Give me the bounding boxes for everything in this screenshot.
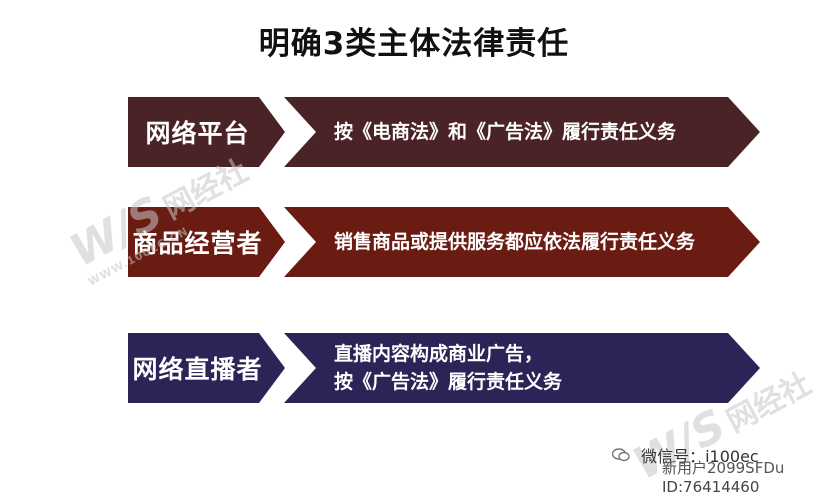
wechat-footer: 微信号：i100ec 新用户2099SFDu ID:76414460: [611, 446, 784, 496]
nickname: 新用户2099SFDu: [662, 459, 785, 477]
responsibility-arrow: 直播内容构成商业广告， 按《广告法》履行责任义务: [284, 333, 760, 403]
responsibility-text: 销售商品或提供服务都应依法履行责任义务: [334, 231, 696, 253]
responsibility-arrow: 按《电商法》和《广告法》履行责任义务: [284, 97, 760, 167]
responsibility-text: 按《广告法》履行责任义务: [334, 371, 563, 393]
row-platform: 网络平台 按《电商法》和《广告法》履行责任义务: [0, 97, 828, 167]
row-streamer: 网络直播者 直播内容构成商业广告， 按《广告法》履行责任义务: [0, 333, 828, 403]
wechat-id: 微信号：i100ec: [641, 447, 759, 466]
row-merchant: 商品经营者 销售商品或提供服务都应依法履行责任义务: [0, 207, 828, 277]
subject-tag: 网络直播者: [128, 333, 285, 403]
responsibility-arrow: 销售商品或提供服务都应依法履行责任义务: [284, 207, 760, 277]
page-title: 明确3类主体法律责任: [258, 26, 570, 62]
responsibility-text: 按《电商法》和《广告法》履行责任义务: [334, 121, 677, 143]
wechat-icon: [611, 446, 630, 468]
subject-tag: 商品经营者: [128, 207, 285, 277]
subject-tag: 网络平台: [128, 97, 285, 167]
responsibility-text: 直播内容构成商业广告，: [334, 343, 544, 365]
user-id: ID:76414460: [662, 478, 760, 496]
